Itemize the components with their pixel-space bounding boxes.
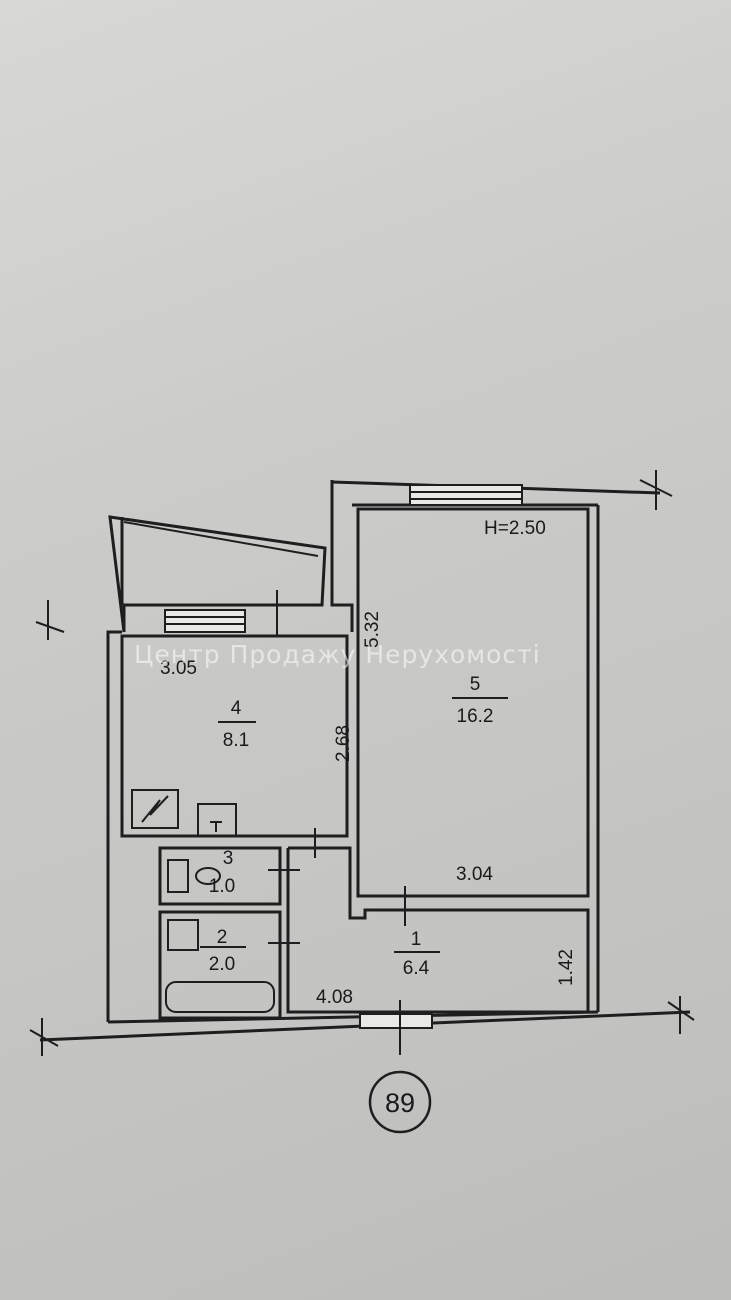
balcony-kitchen xyxy=(108,515,327,633)
plan-number-circle xyxy=(368,1070,432,1134)
outer-wall-left xyxy=(106,630,122,1022)
dim-hall-depth: 1.42 xyxy=(556,949,577,986)
dim-room-length: 5.32 xyxy=(362,611,383,648)
bathtub-icon xyxy=(165,981,275,1013)
dim-hall-width: 4.08 xyxy=(316,987,353,1008)
stove-zigzag-icon xyxy=(141,795,169,823)
sink-icon xyxy=(167,919,199,951)
window-kitchen xyxy=(164,609,246,633)
room5-number: 5 xyxy=(470,674,481,695)
room-toilet xyxy=(158,846,282,906)
room-hall xyxy=(286,846,590,1014)
floor-line xyxy=(107,1010,599,1024)
window-room xyxy=(409,484,523,506)
kitchen-sink-icon xyxy=(197,803,237,837)
room2-number: 2 xyxy=(217,927,228,948)
room3-number: 3 xyxy=(223,848,234,869)
ceiling-height: H=2.50 xyxy=(484,518,546,539)
room1-area: 6.4 xyxy=(403,958,430,979)
room5-area: 16.2 xyxy=(457,706,494,727)
room1-number: 1 xyxy=(411,929,422,950)
toilet-bowl-icon xyxy=(195,867,221,885)
room3-area: 1.0 xyxy=(209,876,235,897)
room4-number: 4 xyxy=(231,698,242,719)
plan-number: 89 xyxy=(385,1088,415,1118)
dim-kitchen-depth: 2.68 xyxy=(333,725,354,762)
balcony-kitchen-rail xyxy=(123,521,319,557)
entrance-door xyxy=(359,1013,433,1029)
room4-area: 8.1 xyxy=(223,730,249,751)
room-bathroom xyxy=(158,910,282,1020)
toilet-tank-icon xyxy=(167,859,189,893)
room2-area: 2.0 xyxy=(209,954,235,975)
axis-mark-left xyxy=(35,621,65,633)
dim-room-width: 3.04 xyxy=(456,864,493,885)
room-living xyxy=(356,507,590,898)
outer-wall-top xyxy=(330,480,354,632)
dim-kitchen-width: 3.05 xyxy=(160,658,197,679)
stove-icon xyxy=(131,789,179,829)
axis-mark-bottom-left xyxy=(29,1029,59,1047)
watermark-text: Центр Продажу Нерухомості xyxy=(134,640,541,669)
